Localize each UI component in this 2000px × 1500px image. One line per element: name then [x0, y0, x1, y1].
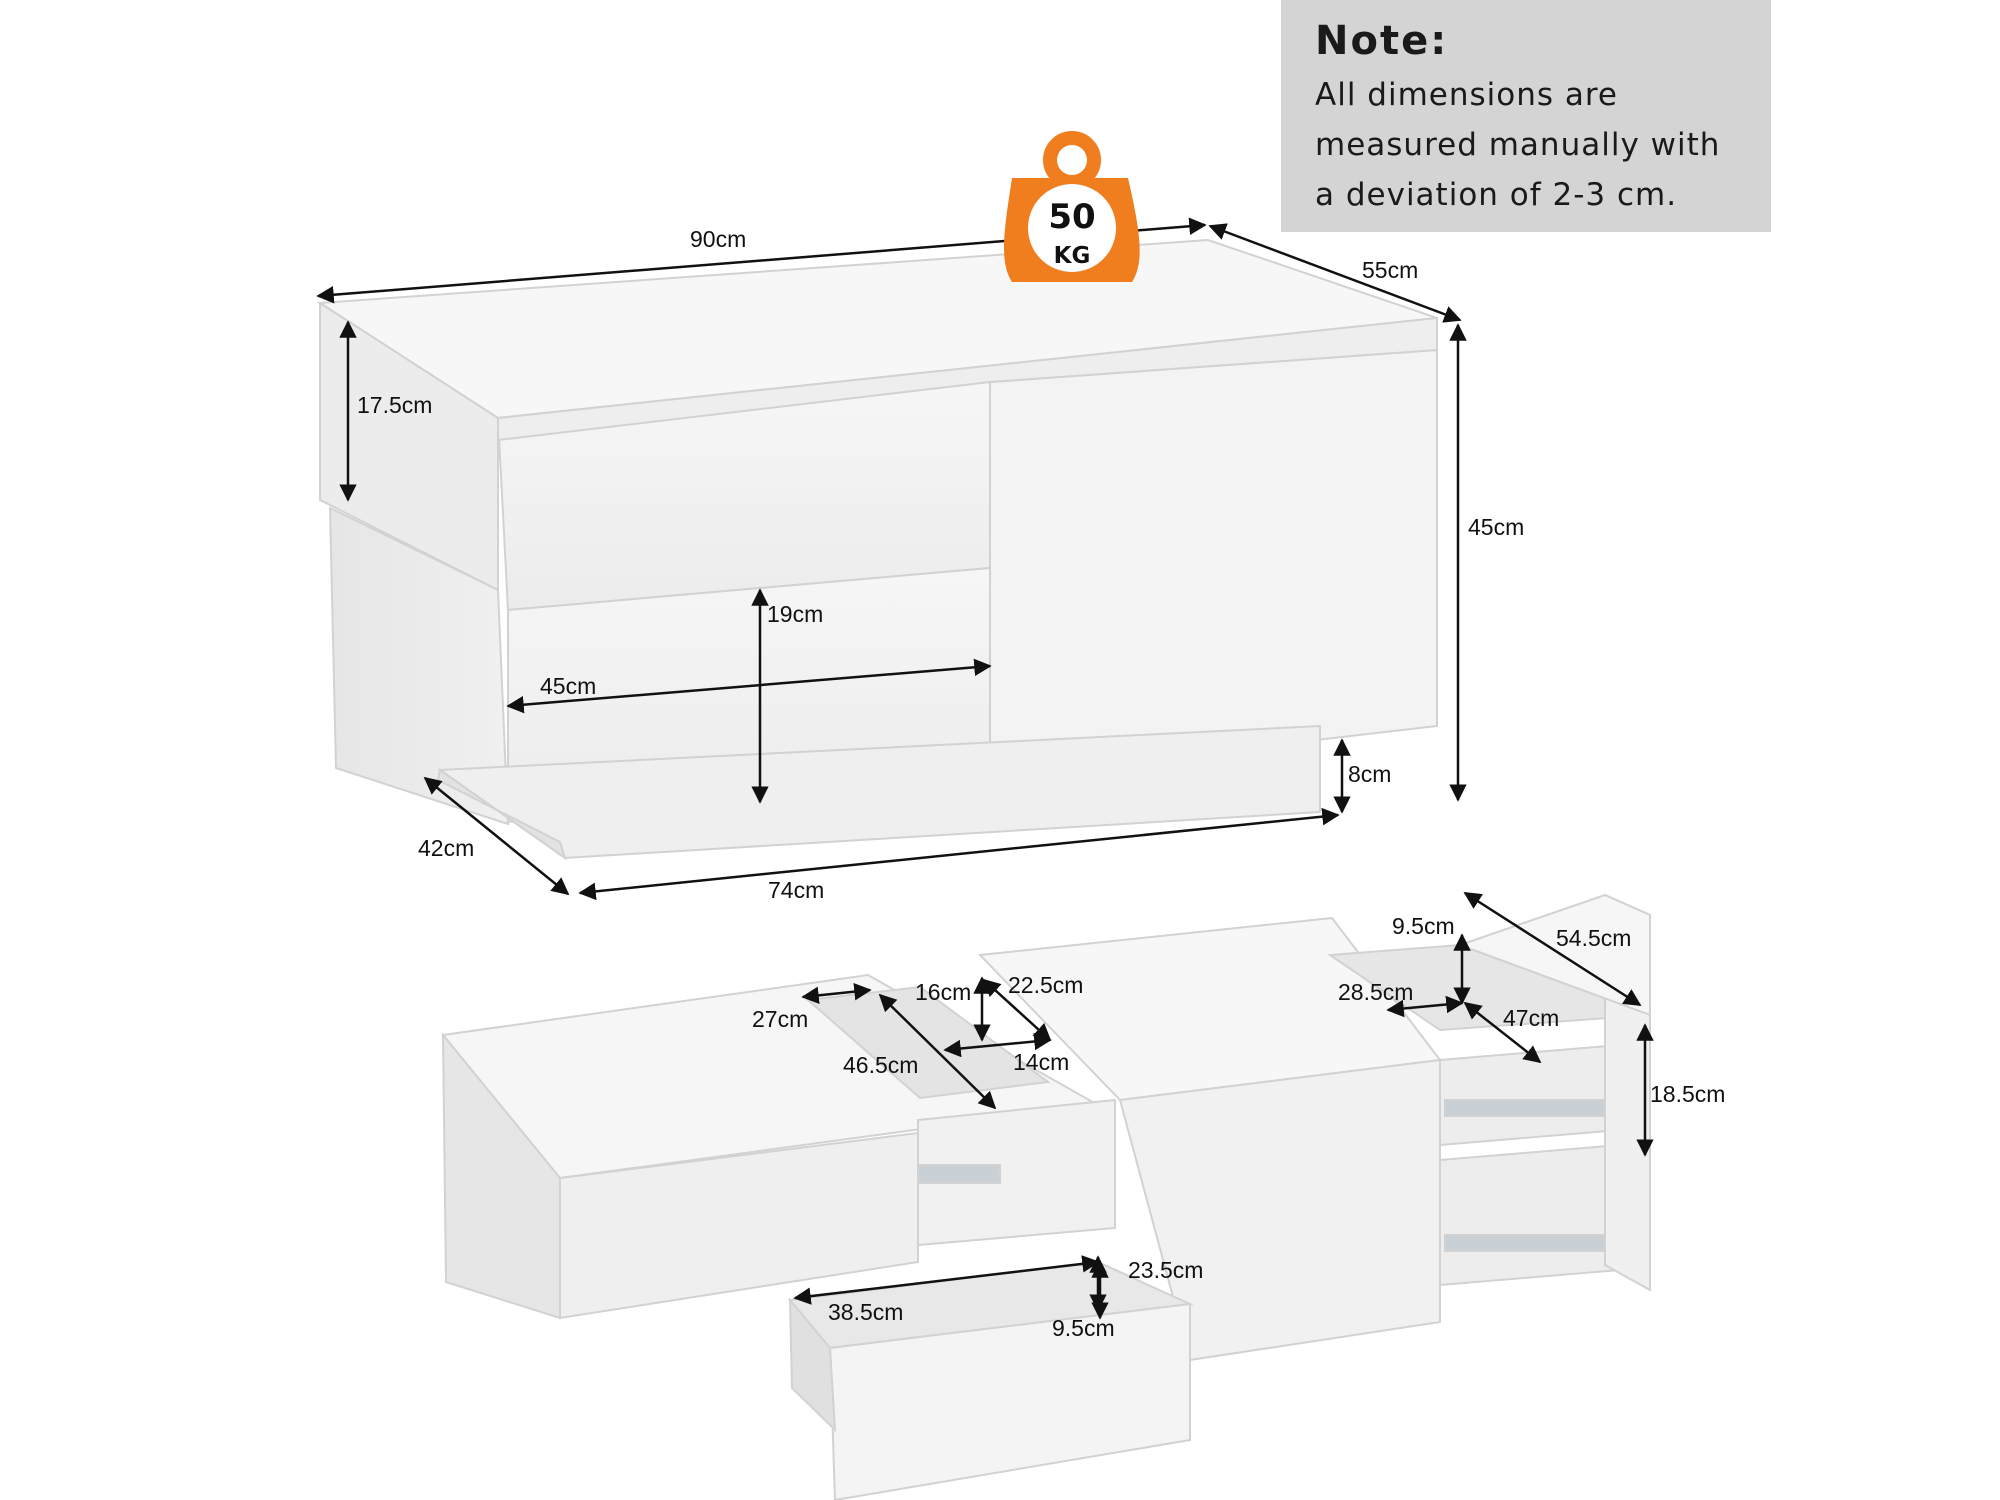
right-panel-front	[989, 348, 1438, 780]
label-drawer-width: 45cm	[540, 673, 596, 699]
arrow-drawer-width	[506, 658, 992, 714]
label-shelf-height: 9.5cm	[1392, 913, 1455, 939]
label-base-depth: 42cm	[418, 835, 474, 861]
label-bottom-drawer-height: 9.5cm	[1052, 1315, 1115, 1341]
weight-icon: 50 KG	[1004, 131, 1140, 282]
arrow-compartment-depth	[1463, 1001, 1542, 1064]
label-drawer-height: 19cm	[767, 601, 823, 627]
label-right-depth: 54.5cm	[1556, 925, 1631, 951]
note-box: Note: All dimensions are measured manual…	[1281, 0, 1771, 232]
coffee-table-open	[441, 893, 1651, 1500]
label-tray-width: 27cm	[752, 1006, 808, 1032]
label-tray-depth: 46.5cm	[843, 1052, 918, 1078]
drawer-rail-right-lower	[1444, 1234, 1621, 1252]
top-edge	[497, 316, 1438, 442]
label-base-height: 8cm	[1348, 761, 1391, 787]
right-drawer-upper-front	[1439, 1043, 1621, 1147]
left-end-top	[319, 301, 499, 592]
label-compartment-depth: 47cm	[1503, 1005, 1559, 1031]
weight-value: 50	[1048, 197, 1095, 237]
right-drawer-lower-front	[1439, 1143, 1621, 1287]
label-top-drawer-height: 17.5cm	[357, 392, 432, 418]
label-height-total: 45cm	[1468, 514, 1524, 540]
label-depth-top: 55cm	[1362, 257, 1418, 283]
note-title: Note:	[1315, 18, 1449, 64]
drawer-rail-right-upper	[1444, 1099, 1621, 1117]
label-tray-small-width: 16cm	[915, 979, 971, 1005]
arrow-bottom-drawer-width	[793, 1255, 1100, 1305]
label-tray-small-depth-b: 14cm	[1013, 1049, 1069, 1075]
arrow-base-width	[578, 807, 1340, 901]
note-line-3: a deviation of 2-3 cm.	[1315, 177, 1678, 213]
note-line-2: measured manually with	[1315, 127, 1721, 163]
weight-unit: KG	[1054, 243, 1091, 269]
arrow-tray-depth	[878, 993, 997, 1110]
center-tower-front	[1118, 1058, 1441, 1362]
note-body: All dimensions are measured manually wit…	[1315, 70, 1765, 220]
label-compartment-width: 28.5cm	[1338, 979, 1413, 1005]
arrow-base-depth	[423, 776, 570, 896]
label-width-top: 90cm	[690, 226, 746, 252]
label-bottom-drawer-width: 38.5cm	[828, 1299, 903, 1325]
coffee-table-closed	[316, 238, 1438, 861]
arrow-tray-small-depth	[982, 978, 1052, 1042]
arrow-right-depth	[1463, 891, 1642, 1007]
bottom-drawer-front	[828, 1302, 1191, 1500]
label-side-drawer-height: 18.5cm	[1650, 1081, 1725, 1107]
label-tray-small-depth: 22.5cm	[1008, 972, 1083, 998]
note-line-1: All dimensions are	[1315, 77, 1619, 113]
arrow-tray-width	[801, 982, 872, 1005]
side-drawer-small	[917, 1098, 1116, 1247]
arrow-tray-small-depth-b	[943, 1032, 1052, 1058]
label-bottom-drawer-depth: 23.5cm	[1128, 1257, 1203, 1283]
arrow-compartment-width	[1386, 995, 1464, 1018]
drawer-rail-left	[917, 1164, 1001, 1184]
arrow-depth-top	[1208, 223, 1462, 323]
label-base-width: 74cm	[768, 877, 824, 903]
